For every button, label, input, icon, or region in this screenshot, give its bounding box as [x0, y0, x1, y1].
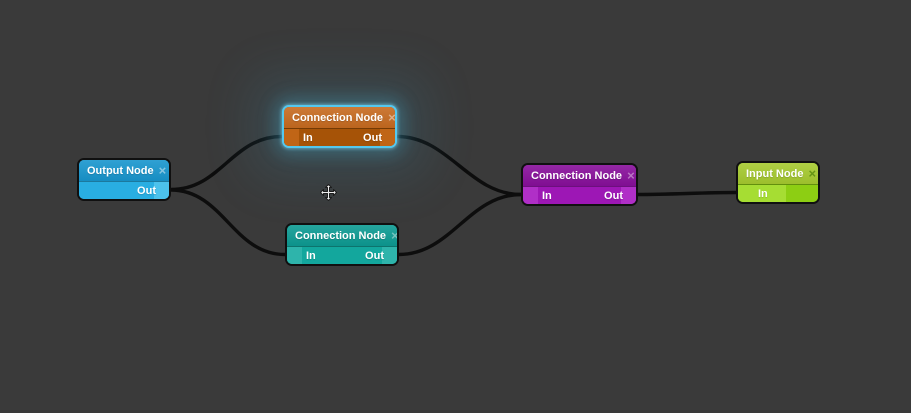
in-port-label[interactable]: In [306, 249, 316, 262]
out-port-label[interactable]: Out [604, 189, 623, 202]
node-ports-row: In Out [287, 246, 397, 264]
node-title: Input Node [746, 167, 804, 180]
edge-right-connection-to-input[interactable] [636, 190, 738, 197]
node-title: Connection Node [531, 169, 623, 182]
in-port-endpoint[interactable] [523, 187, 538, 204]
node-ports-row: Out [79, 181, 169, 199]
node-ports-row: In Out [284, 128, 395, 146]
edge-output-to-top-connection[interactable] [169, 134, 284, 192]
close-icon[interactable]: × [808, 166, 817, 181]
close-icon[interactable]: × [388, 110, 396, 125]
edge-bottom-connection-to-right-connection[interactable] [397, 192, 523, 257]
connection-node-bottom[interactable]: Connection Node × In Out [285, 223, 399, 266]
close-icon[interactable]: × [391, 228, 399, 243]
input-node[interactable]: Input Node × In [736, 161, 820, 204]
out-port-endpoint[interactable] [621, 187, 636, 204]
node-header[interactable]: Connection Node × [287, 225, 397, 246]
edge-output-to-bottom-connection[interactable] [169, 188, 287, 257]
node-header[interactable]: Connection Node × [523, 165, 636, 186]
in-port-label[interactable]: In [303, 131, 313, 144]
connection-node-top[interactable]: Connection Node × In Out [282, 105, 397, 148]
node-ports-row: In [738, 184, 818, 202]
in-port-endpoint[interactable] [738, 185, 786, 202]
out-port-label[interactable]: Out [363, 131, 382, 144]
edge-top-connection-to-right-connection[interactable] [395, 134, 523, 197]
in-port-endpoint[interactable] [284, 129, 299, 146]
node-title: Output Node [87, 164, 154, 177]
close-icon[interactable]: × [627, 168, 635, 183]
in-port-label[interactable]: In [542, 189, 552, 202]
in-port-label[interactable]: In [758, 187, 768, 200]
out-port-label[interactable]: Out [137, 184, 156, 197]
in-port-endpoint[interactable] [287, 247, 302, 264]
close-icon[interactable]: × [158, 163, 167, 178]
node-ports-row: In Out [523, 186, 636, 204]
out-port-endpoint[interactable] [380, 129, 395, 146]
node-title: Connection Node [295, 229, 387, 242]
out-port-endpoint[interactable] [154, 182, 169, 199]
output-node[interactable]: Output Node × Out [77, 158, 171, 201]
node-header[interactable]: Input Node × [738, 163, 818, 184]
node-title: Connection Node [292, 111, 384, 124]
edge-group [169, 134, 738, 257]
out-port-endpoint[interactable] [382, 247, 397, 264]
node-header[interactable]: Output Node × [79, 160, 169, 181]
connection-node-right[interactable]: Connection Node × In Out [521, 163, 638, 206]
out-port-label[interactable]: Out [365, 249, 384, 262]
node-header[interactable]: Connection Node × [284, 107, 395, 128]
